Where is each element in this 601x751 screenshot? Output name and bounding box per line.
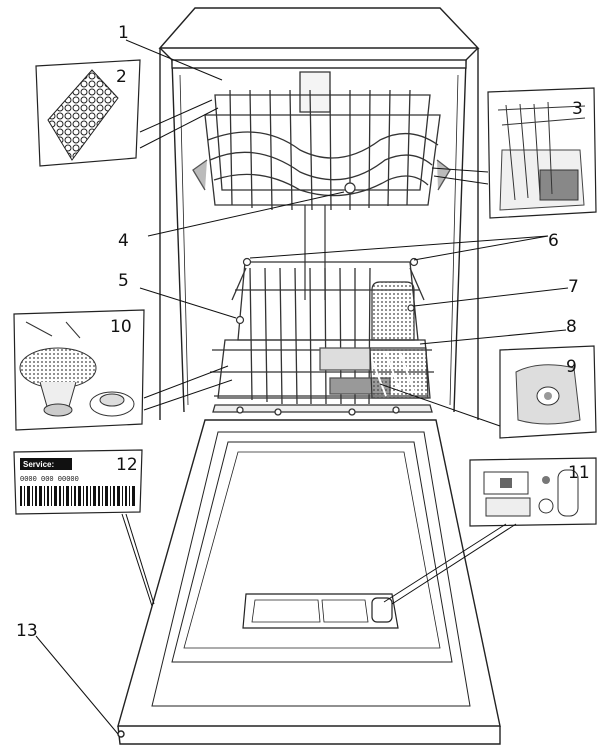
cabinet [158, 7, 480, 420]
callout-12: 12 [116, 455, 138, 475]
detergent-dispenser [242, 593, 399, 629]
callout-8: 8 [566, 317, 577, 337]
inset-11-control-panel [469, 457, 597, 527]
inset-9-rinse-aid [499, 345, 597, 439]
inset-3-rack-levers [487, 87, 597, 219]
door [117, 419, 501, 745]
leader-lines [35, 39, 569, 735]
service-label-heading: Service: [23, 460, 54, 469]
callout-5: 5 [118, 271, 129, 291]
callout-11: 11 [568, 463, 590, 483]
callout-13: 13 [16, 621, 38, 641]
inset-10-filter [13, 309, 145, 431]
callout-6: 6 [548, 231, 559, 251]
inset-2-rack-adjuster [35, 59, 141, 167]
callout-10: 10 [110, 317, 132, 337]
callout-3: 3 [572, 99, 583, 119]
callout-9: 9 [566, 357, 577, 377]
lower-rack [210, 261, 434, 416]
callout-numbers: 1 2 3 4 5 6 7 8 9 10 11 12 13 [16, 23, 590, 641]
callout-4: 4 [118, 231, 129, 251]
inset-12-service-label: Service: 0000 000 00000 [13, 449, 143, 515]
spray-arm [304, 182, 356, 300]
service-label-code: 0000 000 00000 [20, 476, 79, 484]
callout-7: 7 [568, 277, 579, 297]
callout-1: 1 [118, 23, 129, 43]
upper-rack [192, 71, 451, 211]
callout-2: 2 [116, 67, 127, 87]
service-barcode [20, 486, 135, 506]
